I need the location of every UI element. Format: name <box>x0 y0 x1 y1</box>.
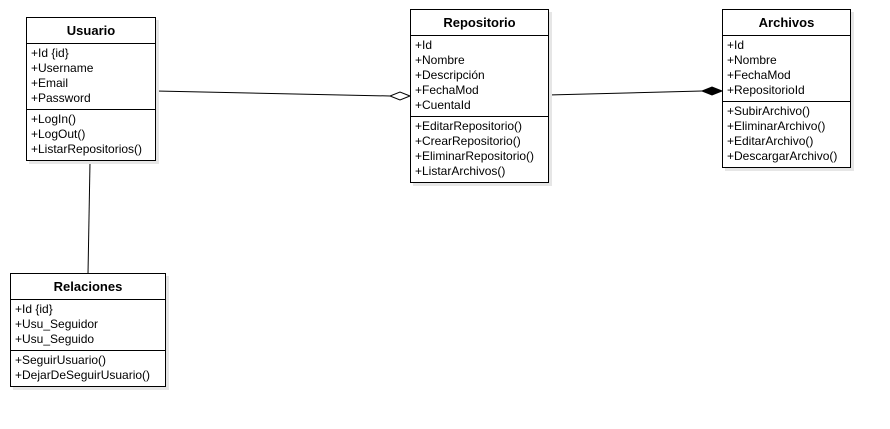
class-title: Usuario <box>27 18 155 44</box>
method: +EliminarArchivo() <box>727 119 826 133</box>
methods-section: +SubirArchivo() +EliminarArchivo() +Edit… <box>723 101 850 167</box>
attributes-section: +Id {id} +Username +Email +Password <box>27 44 155 109</box>
class-usuario[interactable]: Usuario +Id {id} +Username +Email +Passw… <box>26 17 156 161</box>
class-title: Relaciones <box>11 274 165 300</box>
usuario-relaciones-association-line <box>87 161 91 275</box>
class-repositorio[interactable]: Repositorio +Id +Nombre +Descripción +Fe… <box>410 9 549 183</box>
method: +LogIn() <box>31 112 77 126</box>
attribute: +RepositorioId <box>727 83 805 97</box>
methods-section: +SeguirUsuario() +DejarDeSeguirUsuario() <box>11 350 165 386</box>
attribute: +Email <box>31 76 69 90</box>
method: +ListarArchivos() <box>415 164 506 178</box>
aggregation-diamond-icon <box>388 91 412 101</box>
attribute: +Nombre <box>415 53 465 67</box>
class-relaciones[interactable]: Relaciones +Id {id} +Usu_Seguidor +Usu_S… <box>10 273 166 387</box>
attribute: +Descripción <box>415 68 485 82</box>
method: +CrearRepositorio() <box>415 134 521 148</box>
attribute: +FechaMod <box>415 83 479 97</box>
attribute: +Id {id} <box>15 302 53 316</box>
attribute: +Usu_Seguidor <box>15 317 99 331</box>
attribute: +Id <box>415 38 433 52</box>
attribute: +Password <box>31 91 91 105</box>
composition-diamond-icon <box>700 86 724 96</box>
class-title: Repositorio <box>411 10 548 36</box>
attribute: +Username <box>31 61 94 75</box>
attributes-section: +Id +Nombre +FechaMod +RepositorioId <box>723 36 850 101</box>
method: +EditarArchivo() <box>727 134 814 148</box>
usuario-repositorio-aggregation-line <box>155 90 391 97</box>
repositorio-archivos-composition-line <box>547 90 703 96</box>
attribute: +CuentaId <box>415 98 471 112</box>
methods-section: +LogIn() +LogOut() +ListarRepositorios() <box>27 109 155 160</box>
attribute: +Id <box>727 38 745 52</box>
attribute: +Nombre <box>727 53 777 67</box>
attribute: +Usu_Seguido <box>15 332 95 346</box>
class-archivos[interactable]: Archivos +Id +Nombre +FechaMod +Reposito… <box>722 9 851 168</box>
attributes-section: +Id {id} +Usu_Seguidor +Usu_Seguido <box>11 300 165 350</box>
method: +DejarDeSeguirUsuario() <box>15 368 151 382</box>
method: +SubirArchivo() <box>727 104 811 118</box>
method: +EditarRepositorio() <box>415 119 523 133</box>
attribute: +Id {id} <box>31 46 69 60</box>
method: +LogOut() <box>31 127 86 141</box>
methods-section: +EditarRepositorio() +CrearRepositorio()… <box>411 116 548 182</box>
method: +EliminarRepositorio() <box>415 149 535 163</box>
method: +DescargarArchivo() <box>727 149 838 163</box>
attribute: +FechaMod <box>727 68 791 82</box>
class-title: Archivos <box>723 10 850 36</box>
method: +SeguirUsuario() <box>15 353 107 367</box>
attributes-section: +Id +Nombre +Descripción +FechaMod +Cuen… <box>411 36 548 116</box>
method: +ListarRepositorios() <box>31 142 143 156</box>
